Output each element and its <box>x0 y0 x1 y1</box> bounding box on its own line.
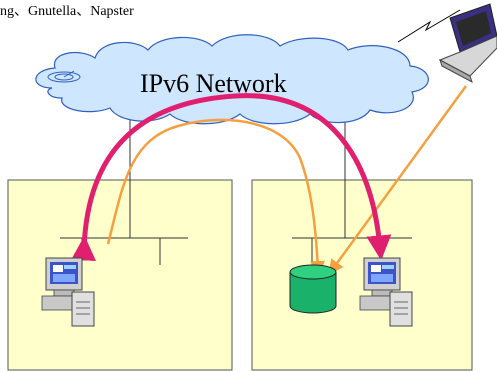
orange-arrow-left-to-server <box>106 118 326 276</box>
top-text: ng、Gnutella、Napster <box>0 4 134 19</box>
desktop-computer-icon <box>41 257 95 327</box>
laptop-icon <box>438 3 497 84</box>
left-site-box <box>7 179 233 371</box>
right-site-box <box>251 179 473 371</box>
cloud-icon <box>35 34 429 125</box>
database-cylinder-icon <box>289 264 337 314</box>
satellite-dish-icon <box>47 70 81 83</box>
desktop-computer-icon <box>359 257 413 327</box>
pink-bidirectional-arrow <box>70 93 392 262</box>
network-label: IPv6 Network <box>140 69 287 98</box>
lightning-icon <box>397 9 461 43</box>
